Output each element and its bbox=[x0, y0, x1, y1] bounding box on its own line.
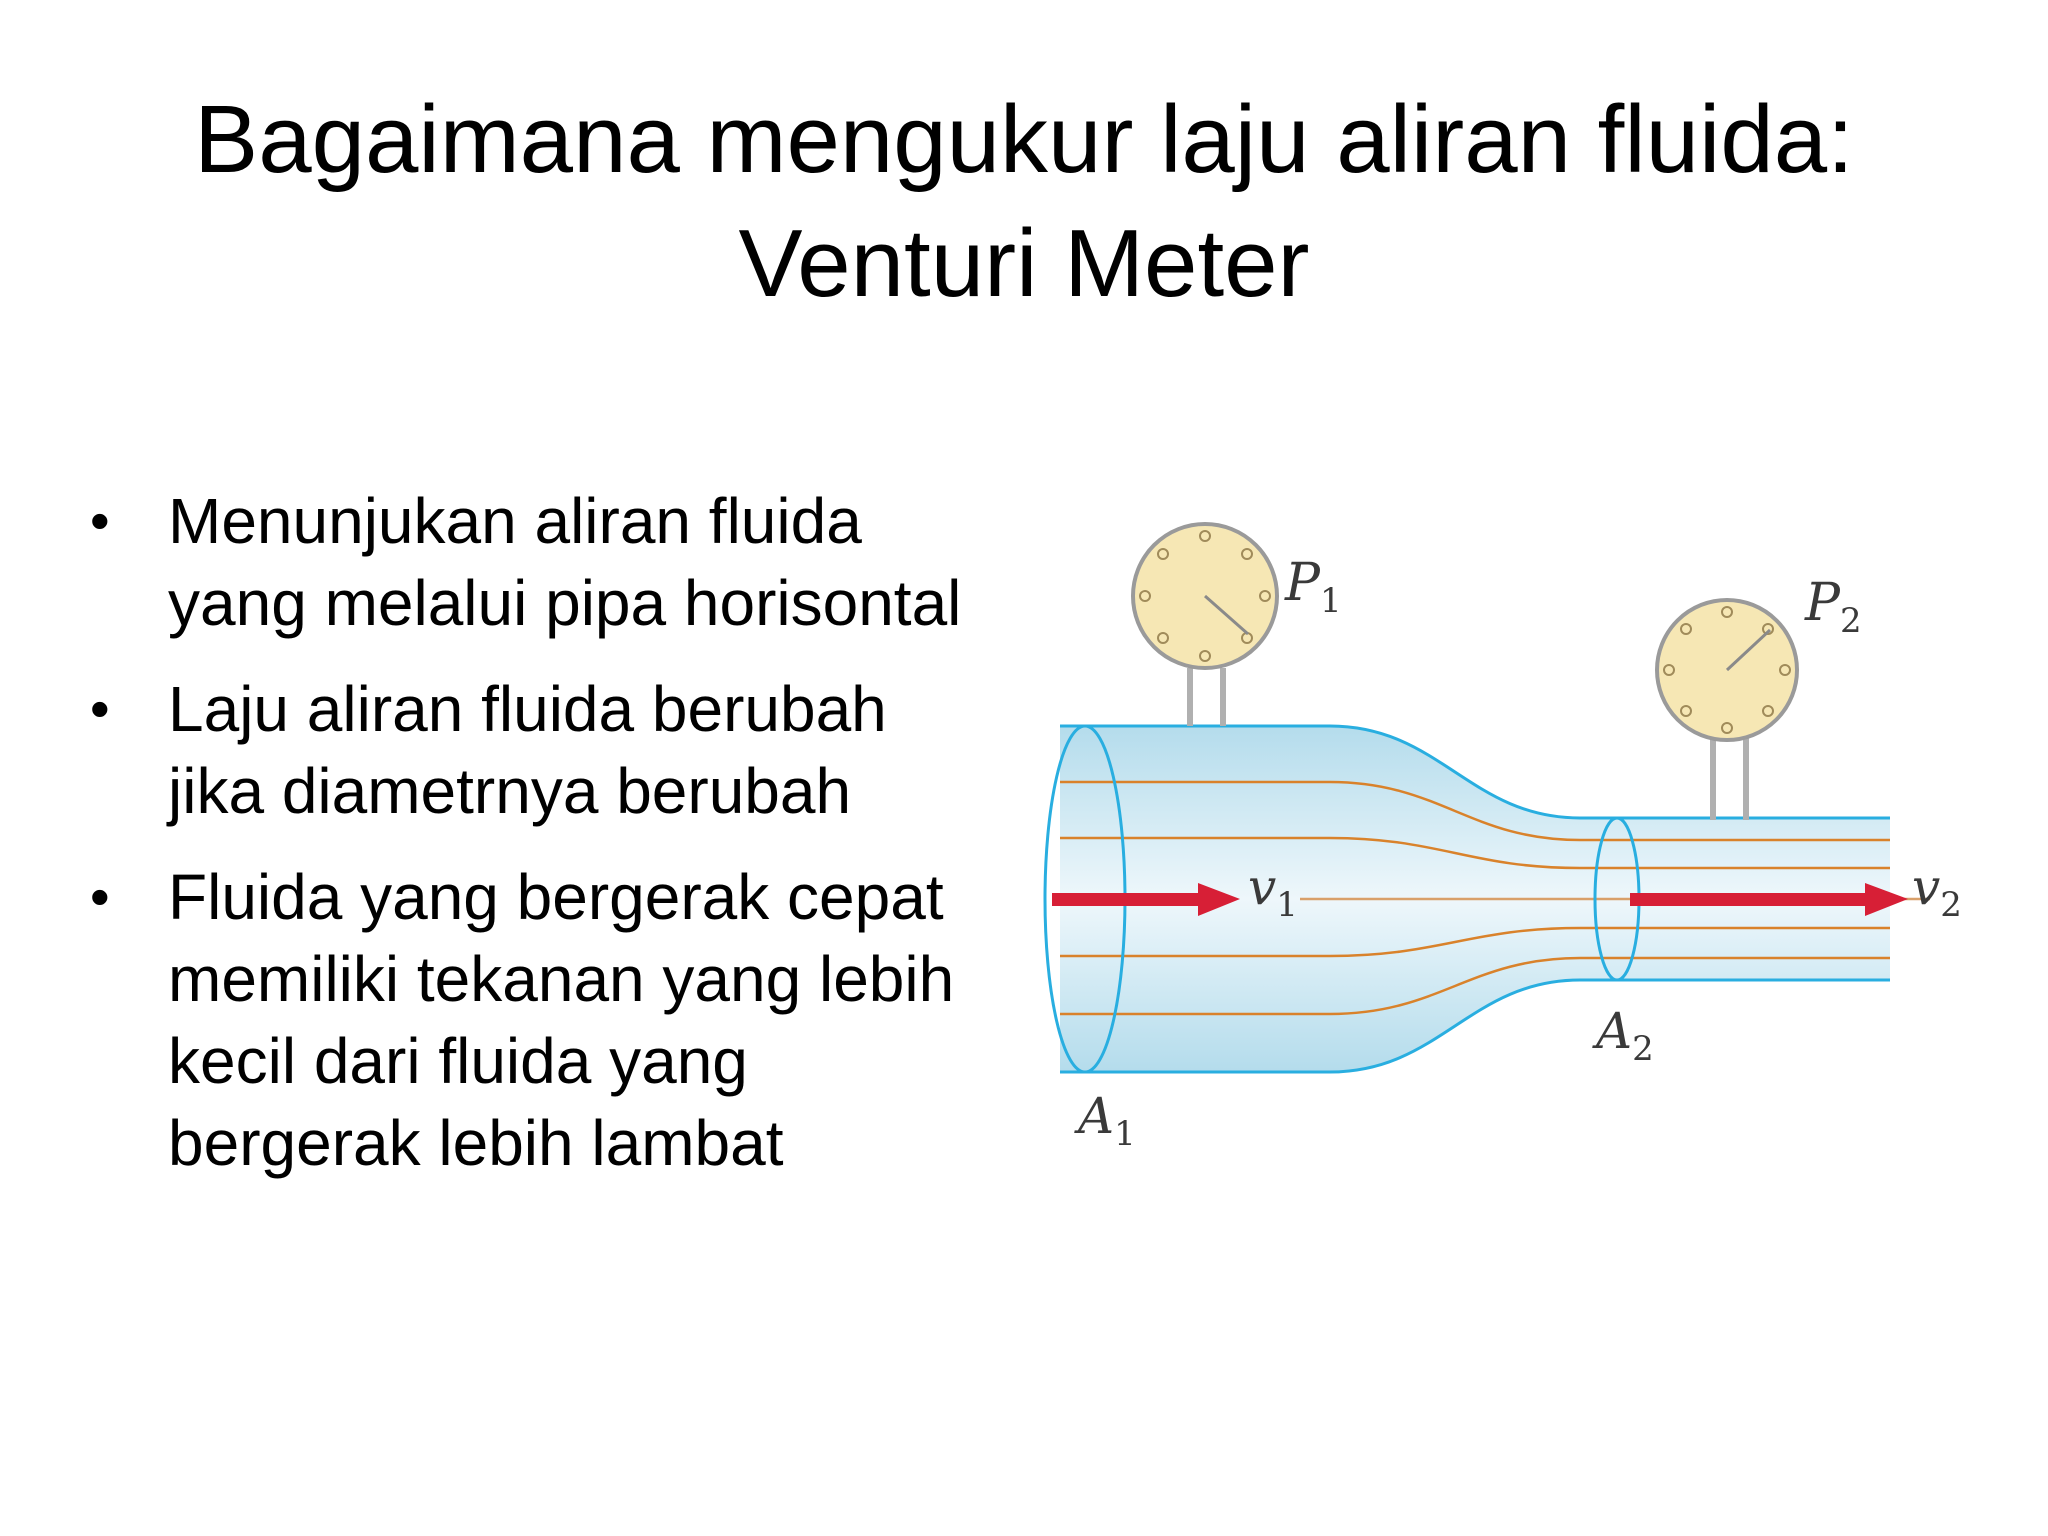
pipe-outline-bottom bbox=[1060, 978, 1890, 1074]
title-line-1: Bagaimana mengukur laju aliran fluida: bbox=[194, 86, 1854, 193]
streamlines bbox=[1060, 780, 1930, 1016]
bullet-marker: • bbox=[90, 677, 110, 740]
label-v1: v1 bbox=[1248, 858, 1298, 925]
label-a2: A2 bbox=[1592, 1002, 1654, 1069]
arrow-v2 bbox=[1630, 883, 1908, 916]
bullet-text: Fluida yang bergerak cepat memiliki teka… bbox=[168, 861, 955, 1179]
pipe-outline-top bbox=[1060, 724, 1890, 820]
bullet-list: • Menunjukan aliran fluida yang melalui … bbox=[84, 480, 984, 1208]
label-a1: A1 bbox=[1074, 1087, 1136, 1154]
arrow-v1 bbox=[1052, 883, 1240, 916]
bullet-item: • Fluida yang bergerak cepat memiliki te… bbox=[84, 856, 984, 1184]
label-v2: v2 bbox=[1912, 858, 1962, 925]
title-line-2: Venturi Meter bbox=[738, 210, 1310, 317]
label-p1: P1 bbox=[1284, 553, 1342, 621]
pressure-gauge-p1 bbox=[1131, 522, 1279, 726]
bullet-item: • Menunjukan aliran fluida yang melalui … bbox=[84, 480, 984, 644]
bullet-text: Laju aliran fluida berubah jika diametrn… bbox=[168, 673, 887, 827]
pressure-gauge-p2 bbox=[1655, 598, 1799, 820]
bullet-marker: • bbox=[90, 489, 110, 552]
venturi-meter-diagram: P1 P2 v1 v2 A1 A2 bbox=[1043, 522, 1962, 1154]
bullet-item: • Laju aliran fluida berubah jika diamet… bbox=[84, 668, 984, 832]
slide-title: Bagaimana mengukur laju aliran fluida: V… bbox=[0, 78, 2048, 326]
bullet-marker: • bbox=[90, 865, 110, 928]
bullet-text: Menunjukan aliran fluida yang melalui pi… bbox=[168, 485, 962, 639]
label-p2: P2 bbox=[1804, 573, 1862, 641]
